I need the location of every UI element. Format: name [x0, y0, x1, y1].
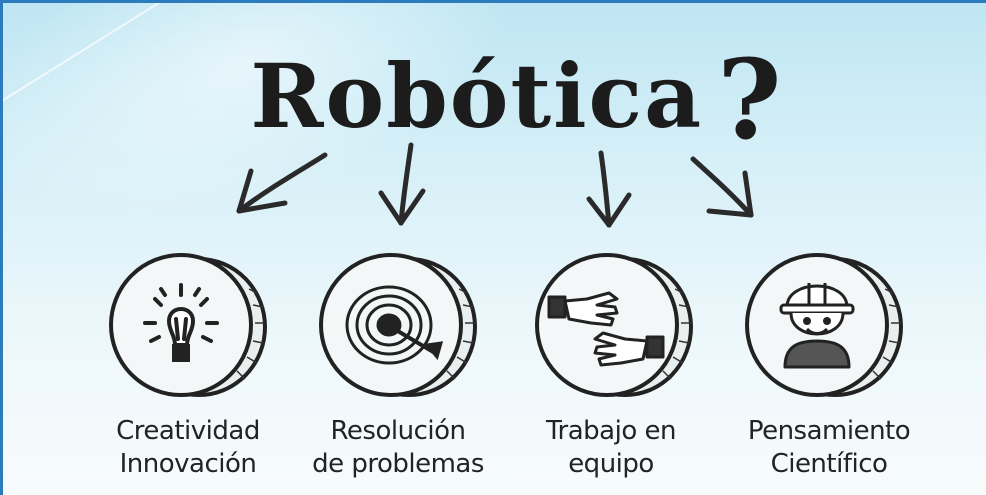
- engineer-icon: [779, 283, 855, 369]
- caption-resolucion: Resolución de problemas: [298, 415, 498, 481]
- coin-creatividad: [109, 253, 267, 397]
- caption-line: Creatividad: [116, 416, 260, 446]
- caption-line: Pensamiento: [747, 416, 911, 446]
- caption-line: Trabajo en: [546, 416, 677, 446]
- title: Robótica: [250, 43, 704, 148]
- coin-trabajo: [535, 253, 693, 397]
- caption-creatividad: Creatividad Innovación: [88, 415, 288, 481]
- target-icon: [345, 285, 444, 365]
- lightbulb-icon: [143, 283, 219, 362]
- arrow-icon: [690, 156, 754, 218]
- caption-trabajo: Trabajo en equipo: [511, 415, 711, 481]
- arrows: [236, 142, 754, 228]
- caption-pensamiento: Pensamiento Científico: [729, 415, 929, 481]
- caption-line: Científico: [770, 449, 888, 479]
- caption-line: equipo: [568, 449, 654, 479]
- arrow-icon: [586, 150, 632, 228]
- arrow-icon: [378, 142, 426, 226]
- caption-line: de problemas: [312, 449, 484, 479]
- caption-line: Innovación: [119, 449, 257, 479]
- title-block: Robótica?: [3, 31, 986, 164]
- coin-pensamiento: [745, 253, 903, 397]
- arrow-icon: [236, 152, 328, 214]
- question-mark: ?: [717, 35, 782, 164]
- coin-resolucion: [319, 253, 477, 397]
- handshake-icon: [547, 291, 665, 367]
- caption-line: Resolución: [330, 416, 466, 446]
